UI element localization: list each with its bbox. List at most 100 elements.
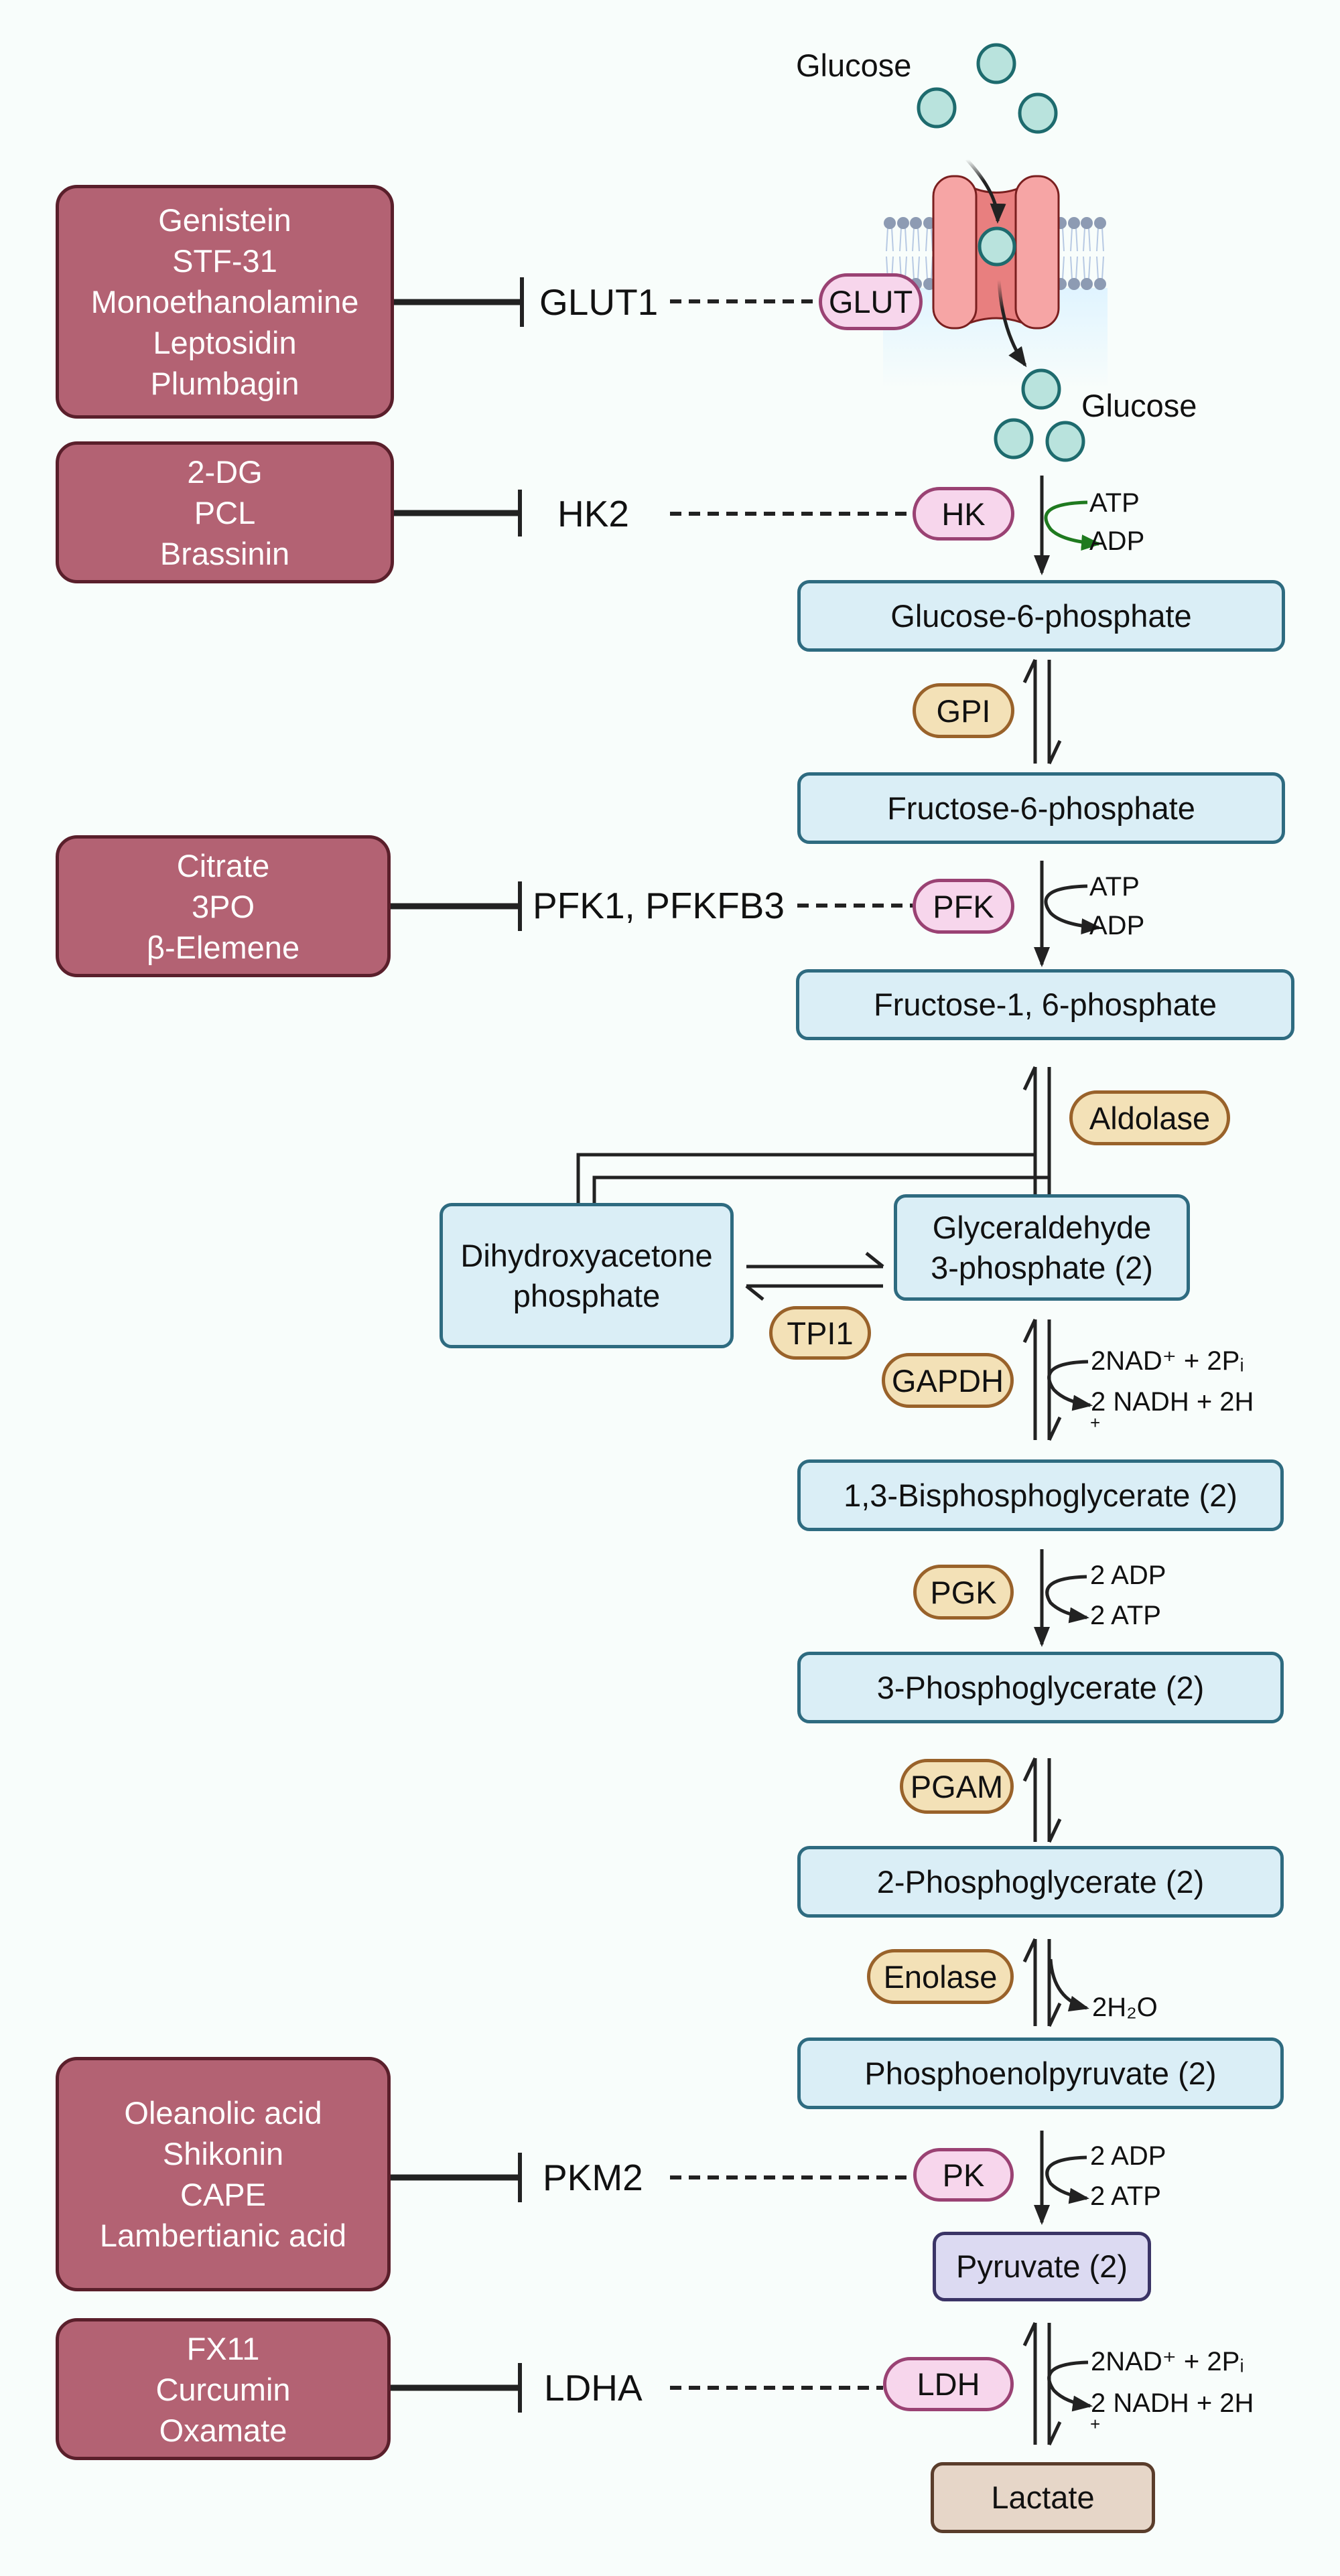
inhibitor-drug: Shikonin — [162, 2136, 284, 2171]
inhibitor-drug: PCL — [194, 494, 256, 530]
inhibitor-box-pfk: Citrate 3PO β-Elemene — [56, 835, 391, 977]
gapdh-cofactor-arrow — [1047, 1360, 1093, 1411]
lipid-tail — [1075, 256, 1078, 280]
lipid-tail — [891, 227, 894, 252]
metabolite-phosphoenolpyruvate: Phosphoenolpyruvate (2) — [797, 2037, 1284, 2109]
pk-cofactor-arrow — [1045, 2155, 1089, 2204]
inhibitor-box-ldha: FX11 Curcumin Oxamate — [56, 2318, 391, 2460]
cofactor-ldh-plus: + — [1090, 2414, 1101, 2434]
enzyme-tpi1: TPI1 — [769, 1306, 871, 1360]
target-label-glut1: GLUT1 — [539, 281, 659, 323]
lipid-tail — [1083, 256, 1085, 280]
cofactor-pk-in: 2 ADP — [1090, 2141, 1166, 2171]
lipid-tail — [1062, 256, 1065, 280]
inhibitor-drug: Plumbagin — [150, 366, 299, 401]
enzyme-pgam: PGAM — [900, 1759, 1014, 1814]
tpi1-arrows — [745, 1252, 884, 1301]
lipid-tail — [1075, 227, 1078, 252]
tpi-reverse-head — [745, 1285, 764, 1301]
metabolite-3-phosphoglycerate: 3-Phosphoglycerate (2) — [797, 1652, 1284, 1723]
lipid-tail — [1101, 227, 1104, 252]
cofactor-gapdh-plus: + — [1090, 1413, 1101, 1433]
inhibitor-drug: 3PO — [191, 888, 255, 924]
lipid-head — [1068, 278, 1080, 290]
enzyme-gapdh: GAPDH — [882, 1353, 1014, 1408]
pgk-cofactor-arrow — [1045, 1575, 1089, 1624]
forward-arrowhead-enolase — [1047, 2002, 1062, 2027]
lipid-head — [1068, 217, 1080, 229]
tpi-forward-head — [865, 1252, 884, 1268]
lipid-tail — [925, 227, 928, 252]
enzyme-hk: HK — [913, 487, 1014, 541]
metabolite-glucose-6-phosphate: Glucose-6-phosphate — [797, 580, 1285, 652]
glucose-molecule — [1045, 421, 1085, 462]
reverse-arrowhead-aldolase — [1022, 1066, 1037, 1091]
metabolite-label-line: 3-phosphate (2) — [931, 1249, 1153, 1285]
forward-arrowhead-pgam — [1047, 1818, 1062, 1843]
cofactor-hk-out: ADP — [1089, 526, 1145, 556]
target-label-ldha: LDHA — [544, 2367, 643, 2409]
glucose-import-arrow — [965, 158, 1006, 224]
glucose-molecule — [976, 43, 1016, 84]
hk-cofactor-arrow — [1044, 500, 1101, 551]
lipid-tail — [1088, 256, 1091, 280]
glucose-extracellular-label: Glucose — [796, 48, 912, 83]
inhibitor-drug: Monoethanolamine — [90, 284, 359, 319]
enzyme-enolase: Enolase — [867, 1949, 1014, 2004]
cofactor-gapdh-out: 2 NADH + 2H — [1091, 1387, 1254, 1417]
inhibitor-drug: FX11 — [186, 2330, 260, 2366]
inhibitor-box-glut1: Genistein STF-31 Monoethanolamine Leptos… — [56, 185, 394, 419]
dashed-connectors — [670, 299, 913, 2390]
inhibitor-drug: Citrate — [176, 847, 270, 883]
inhibitor-drug: Genistein — [158, 202, 291, 238]
enzyme-ldh: LDH — [883, 2357, 1014, 2411]
cofactor-hk-in: ATP — [1089, 488, 1140, 518]
reverse-arrowhead-pgam — [1022, 1757, 1037, 1782]
inhibitor-drug: CAPE — [180, 2177, 266, 2212]
inhibitor-drug: 2-DG — [187, 453, 263, 490]
glucose-molecule — [1021, 368, 1061, 410]
reverse-arrowhead-gpi — [1022, 658, 1037, 684]
lipid-tail — [1101, 256, 1104, 280]
metabolite-lactate: Lactate — [931, 2462, 1155, 2533]
inhibitor-drug: Curcumin — [155, 2371, 291, 2407]
pfk-cofactor-arrow — [1044, 884, 1101, 935]
glucose-intracellular-label: Glucose — [1081, 388, 1197, 423]
glucose-release-arrow — [997, 279, 1027, 368]
glucose-molecules — [917, 43, 1085, 462]
inhibitor-drug: Oleanolic acid — [124, 2095, 322, 2131]
metabolite-dihydroxyacetone-phosphate: Dihydroxyacetone phosphate — [440, 1203, 734, 1348]
lipid-head — [1094, 217, 1106, 229]
inhibitor-box-pkm2: Oleanolic acid Shikonin CAPE Lambertiani… — [56, 2057, 391, 2291]
lipid-tail — [1070, 227, 1073, 252]
forward-arrowhead-gapdh — [1047, 1416, 1062, 1441]
lipid-tail — [912, 256, 915, 280]
target-label-pkm2: PKM2 — [543, 2157, 643, 2198]
metabolite-pyruvate: Pyruvate (2) — [933, 2232, 1151, 2301]
forward-arrowhead-ldh — [1047, 2421, 1062, 2446]
enzyme-pgk: PGK — [913, 1565, 1014, 1620]
target-label-pfk: PFK1, PFKFB3 — [533, 885, 785, 926]
forward-arrowhead-gpi — [1047, 739, 1062, 765]
metabolite-1-3-bisphosphoglycerate: 1,3-Bisphosphoglycerate (2) — [797, 1459, 1284, 1531]
inhibitor-drug: β-Elemene — [146, 929, 300, 965]
ldh-cofactor-arrow — [1047, 2360, 1093, 2412]
metabolite-label-line: Dihydroxyacetone — [460, 1237, 713, 1273]
lipid-tail — [917, 227, 920, 252]
cofactor-ldh-in: 2NAD⁺ + 2Pᵢ — [1091, 2347, 1244, 2376]
lipid-tail — [1070, 256, 1073, 280]
lipid-tail — [899, 227, 902, 252]
metabolite-2-phosphoglycerate: 2-Phosphoglycerate (2) — [797, 1846, 1284, 1918]
glucose-molecule — [1018, 92, 1058, 134]
reverse-arrowhead-gapdh — [1022, 1318, 1037, 1344]
metabolite-label-line: phosphate — [513, 1277, 661, 1313]
cofactor-enolase-out: 2H₂O — [1092, 1993, 1158, 2022]
lipid-tail — [1088, 227, 1091, 252]
glucose-molecule — [917, 87, 957, 129]
inhibitor-drug: Brassinin — [159, 535, 290, 571]
cofactor-gapdh-in: 2NAD⁺ + 2Pᵢ — [1091, 1346, 1244, 1376]
reverse-arrowhead-ldh — [1022, 2321, 1037, 2347]
lipid-tail — [1096, 227, 1099, 252]
lipid-head — [1081, 278, 1093, 290]
lipid-head — [884, 217, 896, 229]
